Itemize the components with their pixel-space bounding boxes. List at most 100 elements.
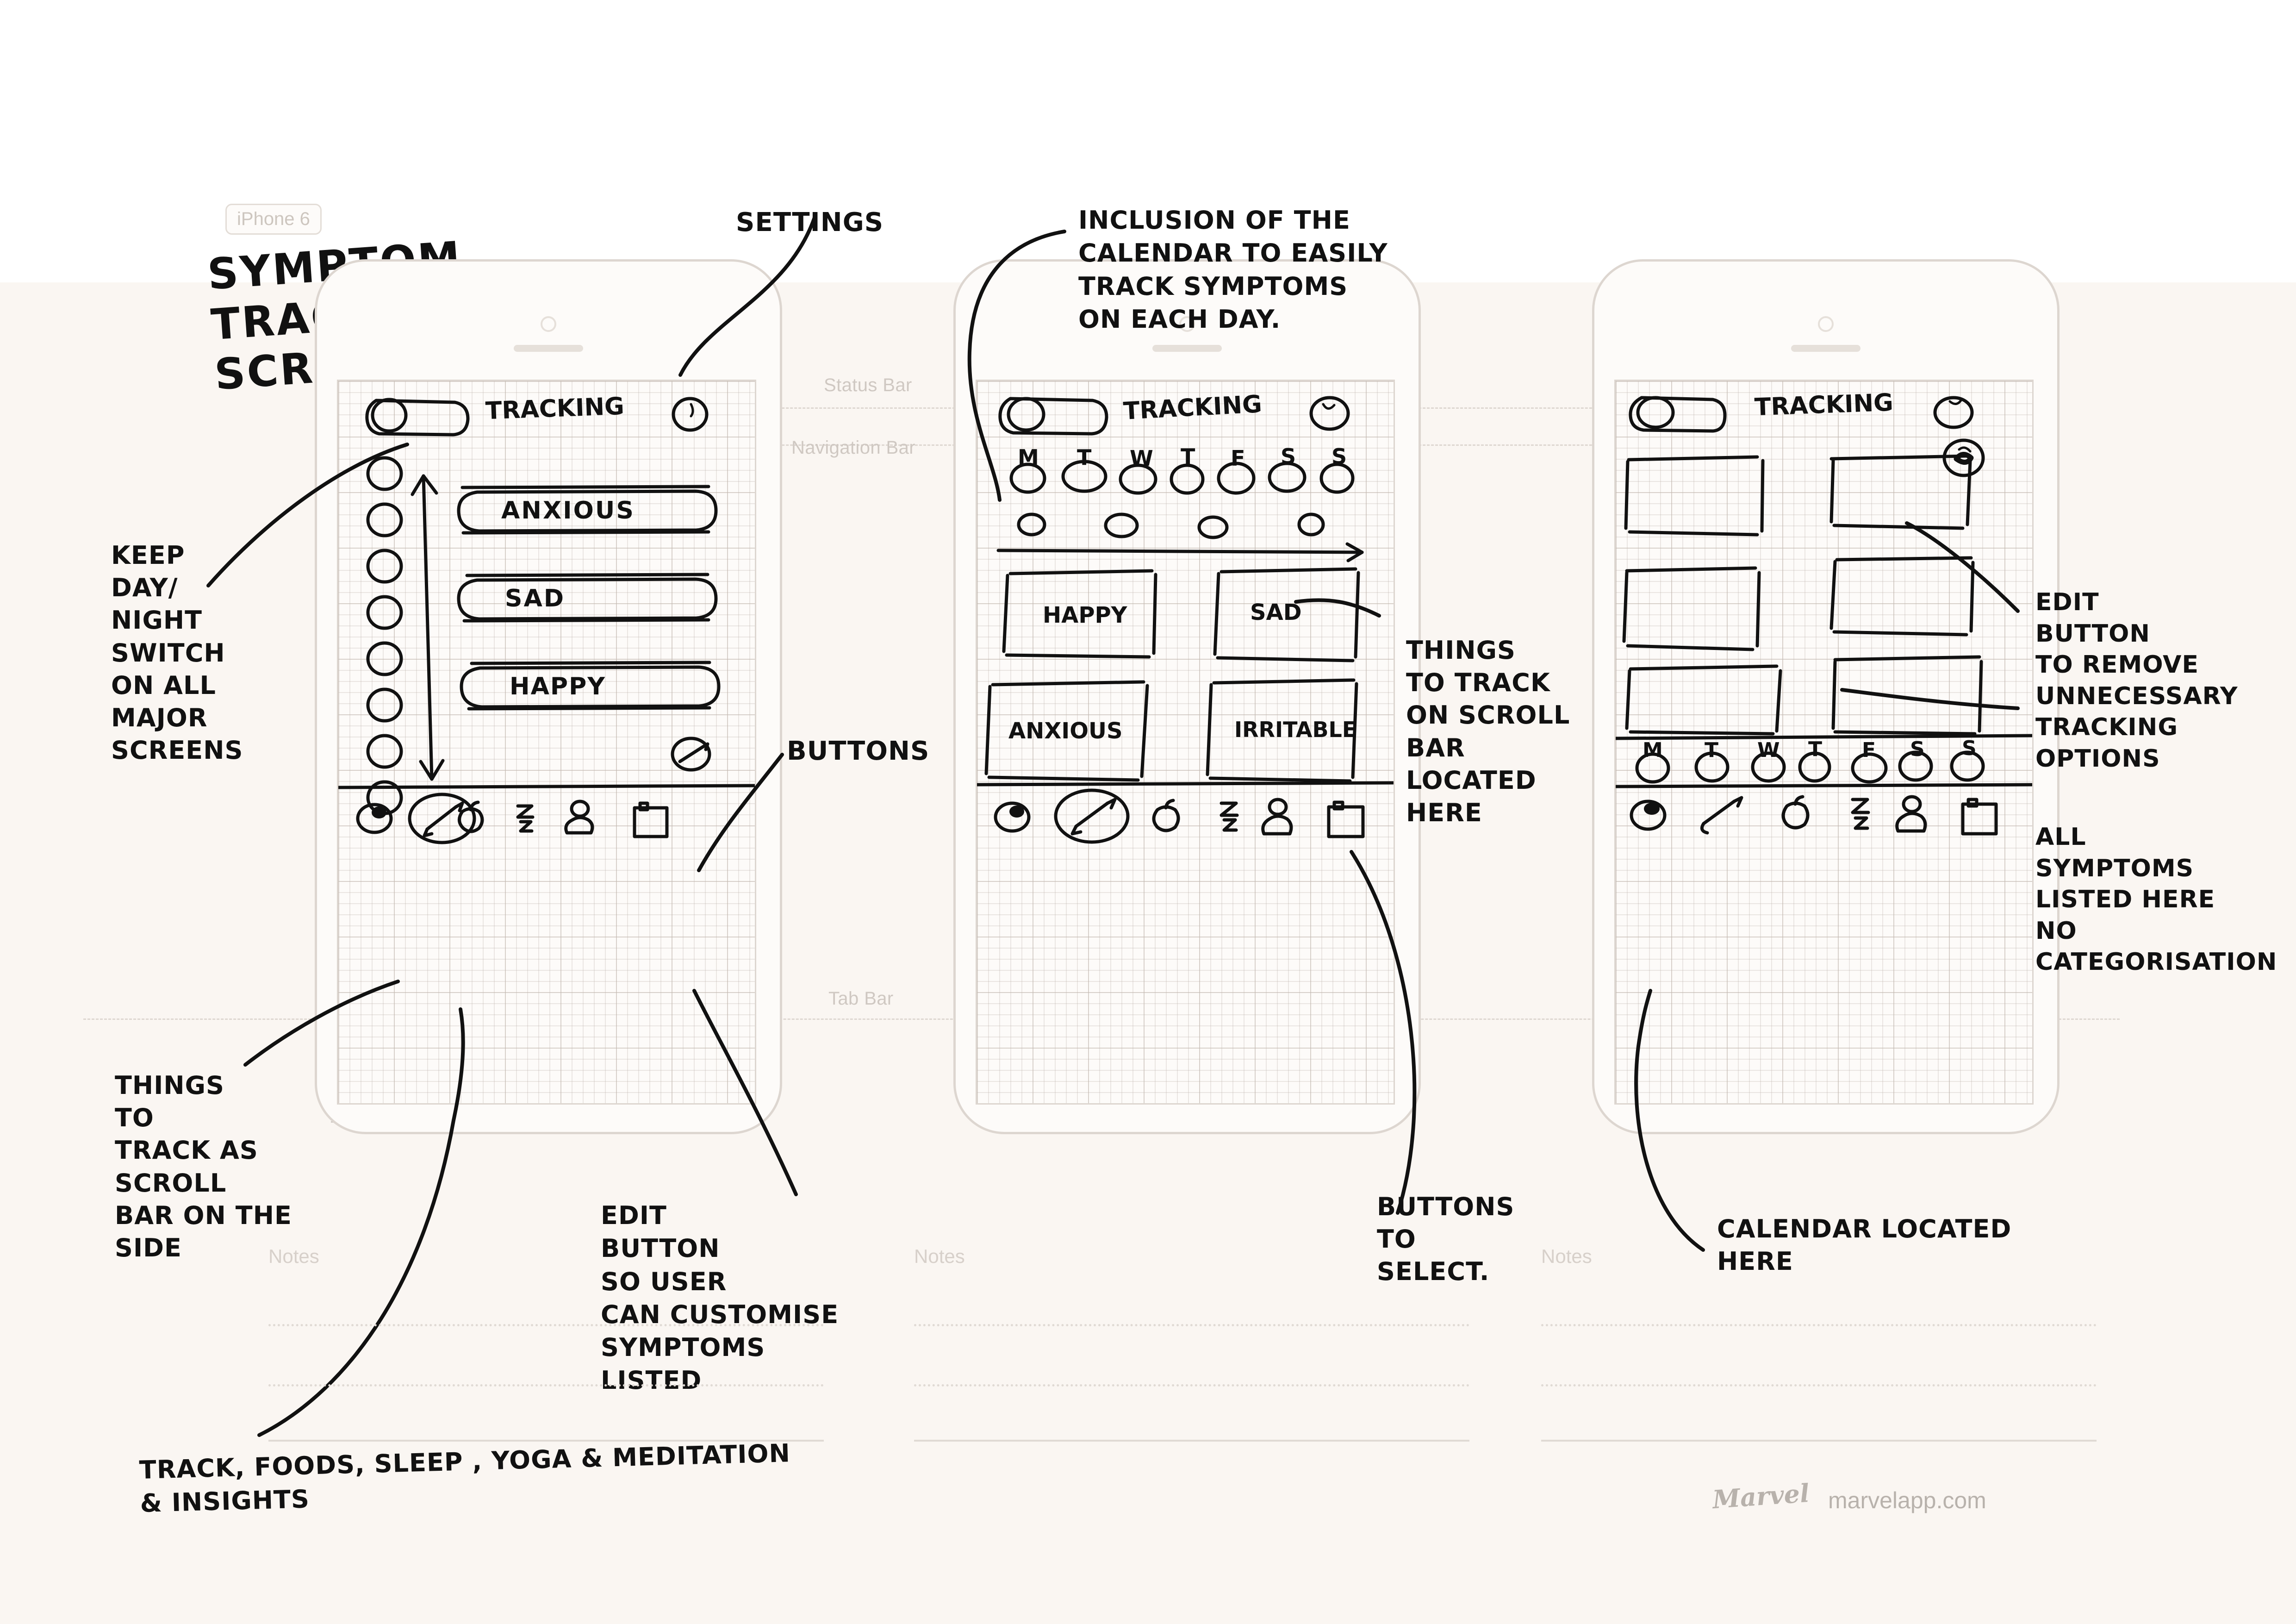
card-label-sad[interactable]: SAD bbox=[1250, 600, 1302, 625]
weekday-s2[interactable]: S bbox=[1332, 444, 1347, 469]
canvas-top-background bbox=[0, 0, 2296, 282]
tab-apple-icon bbox=[1781, 795, 1810, 830]
tab-mood-icon bbox=[1630, 800, 1667, 831]
screen-1[interactable]: TRACKING ANXIOUS SAD HAPPY bbox=[337, 380, 756, 1105]
card-label-irritable[interactable]: IRRITABLE bbox=[1234, 717, 1357, 742]
annotation-edit-remove-options: EDIT BUTTON TO REMOVE UNNECESSARY TRACKI… bbox=[2035, 588, 2238, 773]
pill-label-anxious[interactable]: ANXIOUS bbox=[501, 497, 635, 525]
weekday-f[interactable]: F bbox=[1862, 738, 1876, 762]
annotation-calendar-located: CALENDAR LOCATED HERE bbox=[1717, 1214, 2012, 1276]
notes-dotted-line-1a bbox=[268, 1324, 824, 1326]
screen-3[interactable]: TRACKING M T W T F S S bbox=[1614, 380, 2034, 1105]
day-night-toggle bbox=[365, 398, 470, 437]
tab-mood-icon bbox=[994, 801, 1031, 833]
screen-3-nav-title: TRACKING bbox=[1754, 388, 1894, 422]
pill-label-sad[interactable]: SAD bbox=[505, 585, 566, 612]
screen-3-sketch bbox=[1616, 396, 2032, 836]
marvel-url: marvelapp.com bbox=[1828, 1487, 1986, 1513]
weekday-f[interactable]: F bbox=[1231, 446, 1245, 471]
settings-icon bbox=[672, 397, 709, 432]
card-anxious bbox=[984, 680, 1149, 782]
tab-notes-icon bbox=[1961, 798, 1998, 836]
card-happy bbox=[1002, 569, 1157, 659]
weekday-m[interactable]: M bbox=[1018, 445, 1039, 470]
notes-solid-line-1 bbox=[268, 1440, 824, 1442]
calendar-week-row bbox=[1635, 750, 1985, 784]
weekday-w[interactable]: W bbox=[1757, 738, 1780, 762]
notes-dotted-line-3b bbox=[1541, 1384, 2097, 1387]
card-irritable bbox=[1206, 678, 1358, 783]
symptom-box-2 bbox=[1829, 454, 1972, 530]
tab-bar-divider bbox=[338, 784, 755, 789]
earpiece-speaker bbox=[1152, 345, 1222, 352]
weekday-s2[interactable]: S bbox=[1962, 737, 1977, 760]
weekday-w[interactable]: W bbox=[1130, 446, 1153, 471]
pill-label-happy[interactable]: HAPPY bbox=[510, 673, 606, 700]
tab-sleep-icon bbox=[1851, 798, 1870, 830]
edit-pencil-icon bbox=[671, 737, 711, 772]
tab-bar-label: Tab Bar bbox=[828, 988, 894, 1009]
side-scroll-track bbox=[366, 456, 403, 815]
tab-mood-icon bbox=[356, 803, 393, 834]
notes-label-1: Notes bbox=[268, 1245, 319, 1267]
notes-dotted-line-1b bbox=[268, 1384, 824, 1387]
screen-1-sketch bbox=[338, 397, 755, 844]
status-bar-label: Status Bar bbox=[824, 375, 912, 395]
card-label-anxious[interactable]: ANXIOUS bbox=[1008, 718, 1123, 744]
annotation-buttons-left: BUTTONS bbox=[787, 736, 930, 766]
day-night-toggle bbox=[998, 397, 1108, 436]
earpiece-speaker bbox=[514, 345, 583, 352]
horizontal-scroll-arrow bbox=[996, 542, 1364, 562]
things-to-track-row bbox=[1017, 512, 1325, 539]
annotation-buttons-to-select: BUTTONS TO SELECT. bbox=[1377, 1192, 1515, 1287]
tab-pencil-icon bbox=[1700, 796, 1743, 835]
pill-anxious bbox=[457, 485, 718, 535]
tab-yoga-icon bbox=[1895, 795, 1927, 833]
weekday-s1[interactable]: S bbox=[1910, 737, 1925, 761]
device-tag: iPhone 6 bbox=[225, 204, 322, 235]
tab-yoga-icon bbox=[564, 800, 594, 835]
screen-1-nav-title: TRACKING bbox=[485, 392, 625, 425]
weekday-t2[interactable]: T bbox=[1808, 737, 1823, 761]
symptom-box-5 bbox=[1625, 664, 1782, 736]
annotation-edit-button-customise: EDIT BUTTON SO USER CAN CUSTOMISE SYMPTO… bbox=[601, 1201, 839, 1395]
weekday-m[interactable]: M bbox=[1643, 738, 1663, 762]
tab-apple-icon bbox=[458, 800, 484, 833]
symptom-box-3 bbox=[1622, 566, 1761, 651]
weekday-t2[interactable]: T bbox=[1181, 444, 1195, 469]
front-camera-icon bbox=[541, 316, 556, 332]
card-label-happy[interactable]: HAPPY bbox=[1043, 602, 1127, 628]
symptom-box-4 bbox=[1829, 556, 1975, 637]
notes-label-3: Notes bbox=[1541, 1245, 1592, 1267]
notes-solid-line-2 bbox=[914, 1440, 1469, 1442]
earpiece-speaker bbox=[1791, 345, 1860, 352]
pill-sad bbox=[457, 573, 718, 623]
front-camera-icon bbox=[1179, 316, 1195, 332]
notes-dotted-line-2a bbox=[914, 1324, 1469, 1326]
navigation-bar-label: Navigation Bar bbox=[791, 437, 915, 458]
scroll-direction-arrow bbox=[411, 474, 445, 781]
annotation-settings: SETTINGS bbox=[736, 207, 884, 237]
front-camera-icon bbox=[1818, 316, 1834, 332]
weekday-t1[interactable]: T bbox=[1705, 738, 1719, 762]
edit-remove-icon bbox=[1942, 438, 1985, 477]
settings-icon bbox=[1309, 396, 1350, 431]
calendar-top-divider bbox=[1616, 734, 2032, 740]
day-night-toggle bbox=[1629, 396, 1727, 433]
weekday-t1[interactable]: T bbox=[1077, 445, 1092, 470]
settings-icon bbox=[1933, 396, 1974, 429]
notes-dotted-line-3a bbox=[1541, 1324, 2097, 1326]
tab-notes-icon bbox=[633, 801, 669, 838]
annotation-things-to-track-scroll: THINGS TO TRACK ON SCROLL BAR LOCATED HE… bbox=[1406, 636, 1570, 827]
notes-label-2: Notes bbox=[914, 1245, 965, 1267]
notes-solid-line-3 bbox=[1541, 1440, 2097, 1442]
annotation-keep-day-night: KEEP DAY/ NIGHT SWITCH ON ALL MAJOR SCRE… bbox=[111, 541, 243, 765]
pill-happy bbox=[460, 661, 721, 711]
tab-sleep-icon bbox=[1220, 801, 1239, 832]
tab-yoga-icon bbox=[1261, 798, 1293, 836]
screen-2[interactable]: TRACKING M T W T F S S HAPPY SAD ANXIOUS… bbox=[976, 380, 1395, 1105]
tab-bar-divider bbox=[977, 781, 1394, 787]
weekday-s1[interactable]: S bbox=[1281, 444, 1296, 469]
tab-apple-icon bbox=[1152, 799, 1180, 832]
tab-sleep-icon bbox=[516, 804, 535, 833]
